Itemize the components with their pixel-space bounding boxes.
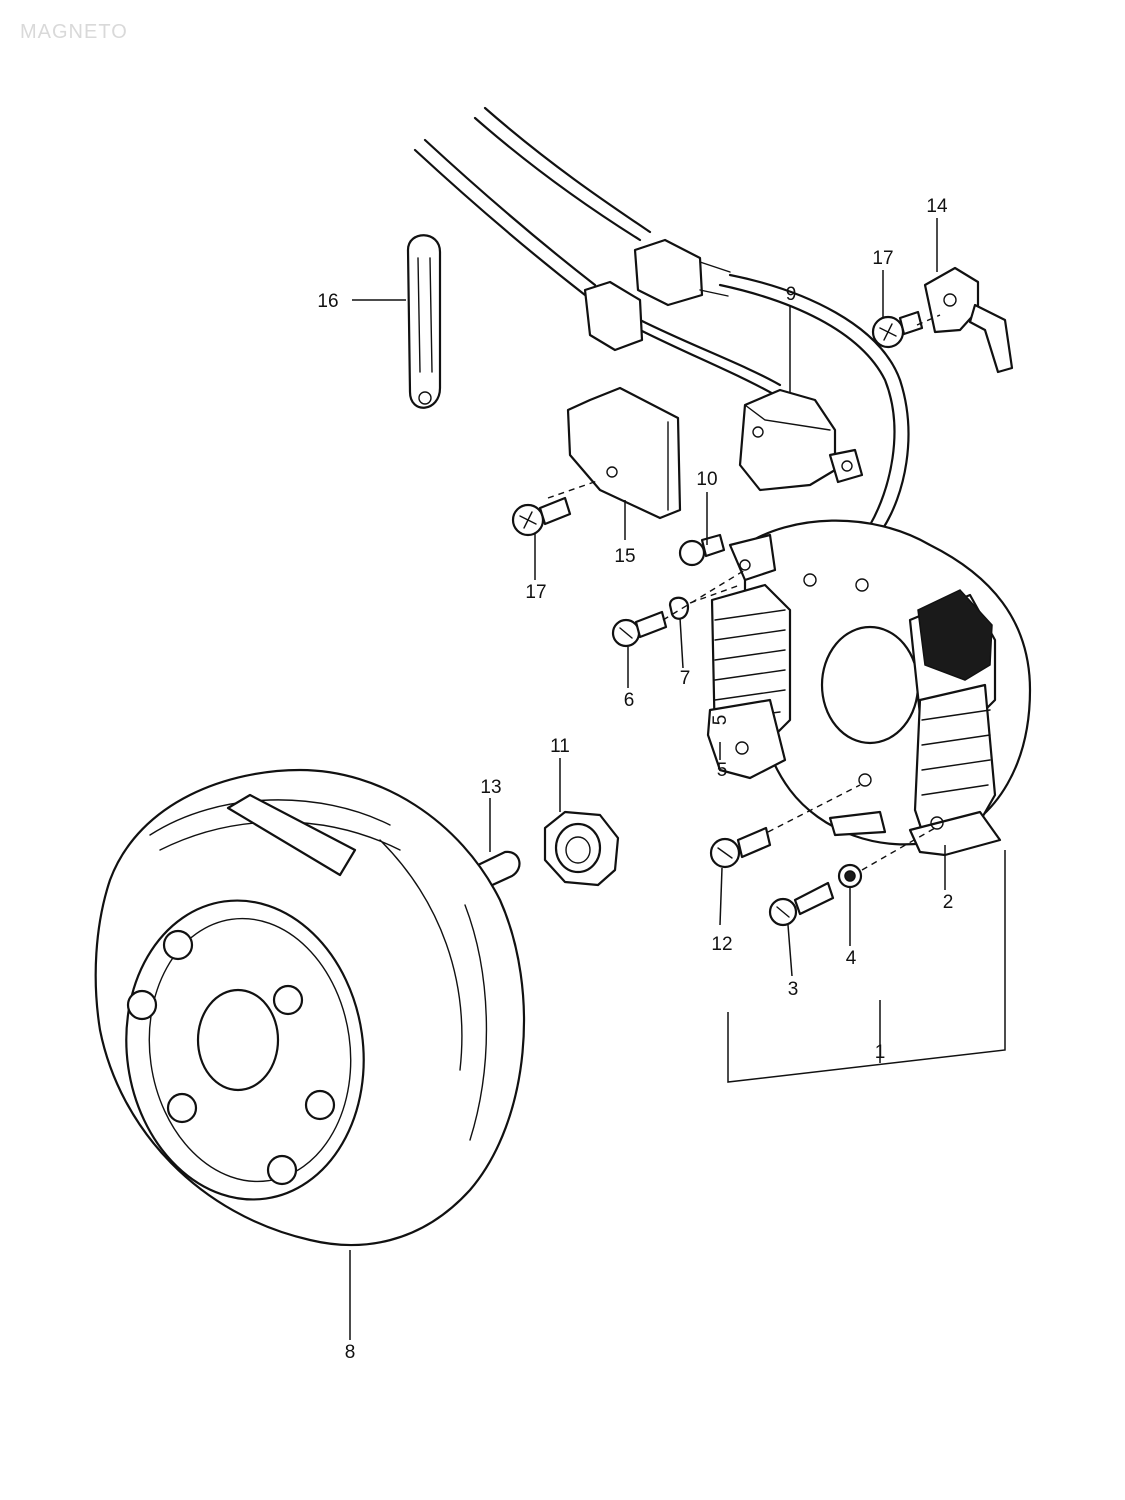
callout-17-lower: 17 — [525, 582, 546, 603]
callout-1: 1 — [875, 1042, 886, 1063]
part-9-pulser-coil — [738, 388, 864, 492]
wire-harness — [413, 106, 910, 532]
part-2-charging-coil — [828, 589, 1002, 857]
callout-12: 12 — [711, 934, 732, 955]
part-7-washer — [668, 596, 690, 620]
callout-10: 10 — [696, 469, 717, 490]
callout-6: 6 — [624, 690, 635, 711]
part-17-screw-upper — [871, 310, 924, 349]
callout-13: 13 — [480, 777, 501, 798]
callout-7: 7 — [680, 668, 691, 689]
part-4-washer — [837, 863, 863, 889]
callout-4: 4 — [846, 948, 857, 969]
part-6-screw — [611, 610, 668, 648]
callout-17-upper: 17 — [872, 248, 893, 269]
callout-5b: 5 — [717, 760, 728, 781]
callout-3: 3 — [788, 979, 799, 1000]
callout-14: 14 — [926, 196, 948, 217]
part-5-lighting-coil — [706, 533, 792, 780]
part-16-clamp-strap — [406, 234, 442, 409]
part-10-screw — [678, 533, 726, 567]
callout-16: 16 — [317, 291, 338, 312]
leader-lines — [349, 218, 1006, 1340]
part-15-cover-plate — [566, 386, 682, 520]
part-11-nut — [543, 810, 620, 887]
callout-2: 2 — [943, 892, 954, 913]
callout-labels: 1 2 3 4 5 5 6 7 8 9 10 11 12 13 14 15 16… — [317, 196, 953, 1363]
part-8-flywheel — [94, 768, 526, 1247]
callout-8: 8 — [345, 1342, 356, 1363]
callout-5a: 5 — [710, 715, 731, 726]
part-14-bracket — [923, 266, 1014, 374]
part-3-screw — [768, 881, 835, 927]
callout-15: 15 — [614, 546, 635, 567]
part-17-screw-lower — [511, 496, 572, 537]
part-12-screw — [709, 826, 772, 869]
callout-9: 9 — [786, 284, 797, 305]
callout-11: 11 — [550, 736, 570, 757]
diagram-title: MAGNETO — [20, 21, 128, 43]
